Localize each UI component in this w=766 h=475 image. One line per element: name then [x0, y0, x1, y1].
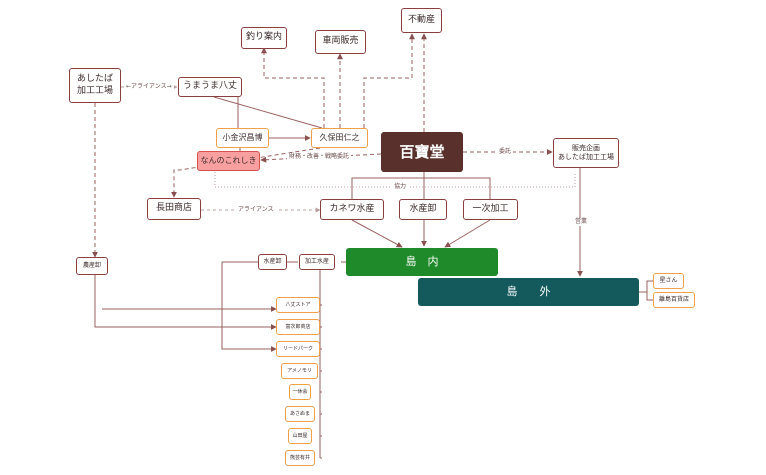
node-suisan-oroshi[interactable]: 水産卸: [399, 199, 447, 220]
node-kako-suisan[interactable]: 加工水産: [299, 254, 335, 270]
store-ikkyu[interactable]: 一休会: [289, 384, 311, 400]
store-amenomori[interactable]: アメノモリ: [281, 363, 318, 379]
edge-label-alliance-2: アライアンス: [236, 206, 276, 214]
edge-label-alliance: ←アライアンス→: [124, 83, 174, 91]
node-kokanezawa[interactable]: 小金沢昌博: [216, 128, 269, 148]
node-suisan-oroshi-2[interactable]: 水産卸: [258, 254, 287, 270]
edge-label-itaku: 委託: [497, 148, 514, 156]
node-hoshisan[interactable]: 星さん: [653, 273, 684, 289]
edge-label-kyoryoku: 協力: [392, 183, 409, 191]
store-hachijo[interactable]: 八丈ストア: [276, 297, 320, 313]
node-ashitaba-left[interactable]: あしたば 加工工場: [69, 68, 121, 103]
node-tanai[interactable]: 島 内: [346, 248, 498, 276]
store-kumagei[interactable]: 熊芸有井: [285, 450, 315, 466]
store-tomijiro[interactable]: 富次郎商店: [276, 319, 320, 335]
node-ichiji[interactable]: 一次加工: [463, 199, 518, 220]
node-nagata[interactable]: 長田商店: [147, 198, 201, 220]
node-tsuri[interactable]: 釣り案内: [241, 27, 287, 49]
node-nannokore[interactable]: なんのこれしき: [197, 151, 260, 171]
node-umaumai[interactable]: うまうま八丈: [178, 77, 242, 97]
node-kubota[interactable]: 久保田仁之: [311, 128, 368, 148]
node-hanbai[interactable]: 販売企画 あしたば加工工場: [553, 138, 619, 168]
node-tagai[interactable]: 島 外: [418, 278, 639, 306]
store-lead[interactable]: リードパーク: [276, 341, 320, 357]
node-fudosan[interactable]: 不動産: [401, 8, 442, 33]
node-rito-hyakka[interactable]: 離島百貨店: [653, 292, 695, 308]
edge-label-zaimu: 財務・改善・戦略委託: [287, 153, 352, 161]
node-hyakuhodo[interactable]: 百寶堂: [381, 132, 463, 172]
node-kanewa[interactable]: カネワ水産: [320, 199, 384, 220]
node-sharyo[interactable]: 車両販売: [315, 30, 366, 54]
store-asanuma[interactable]: あさぬま: [285, 406, 315, 422]
store-yamada[interactable]: 山田屋: [288, 428, 312, 444]
node-nosan[interactable]: 農産卸: [76, 257, 108, 275]
edge-label-eigyo: 営業: [573, 218, 590, 226]
